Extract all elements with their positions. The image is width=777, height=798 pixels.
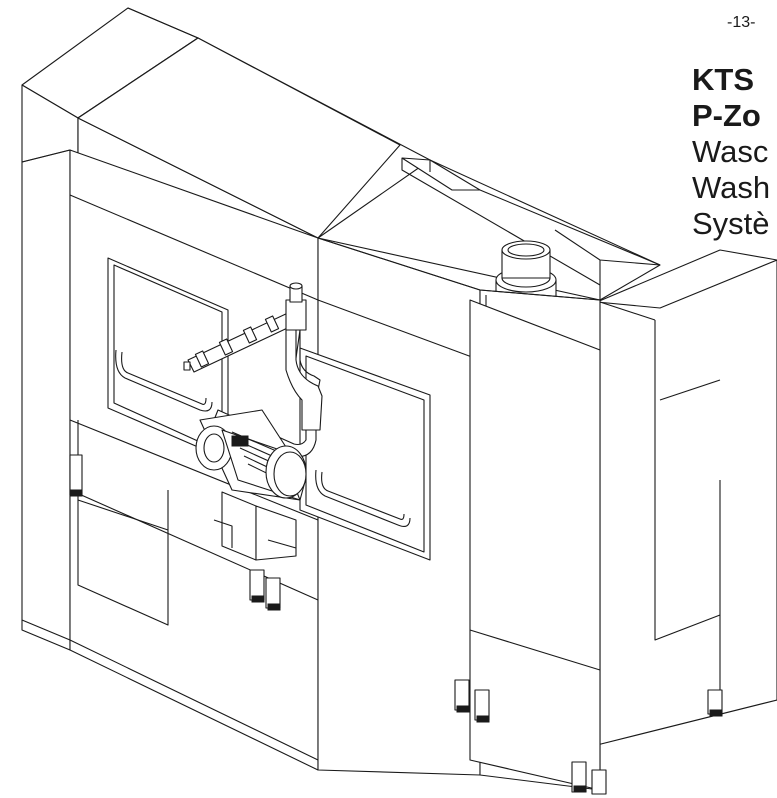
- heading-french: Systè: [692, 206, 770, 241]
- section-heading: KTS P-Zo Wasc Wash Systè: [692, 62, 770, 242]
- right-end-module: [596, 249, 777, 746]
- heading-model: KTS: [692, 62, 754, 97]
- machine-legs: [69, 454, 723, 795]
- heading-zone: P-Zo: [692, 98, 761, 133]
- heading-english: Wash: [692, 170, 771, 205]
- page-number: -13-: [727, 14, 756, 31]
- heading-german: Wasc: [692, 134, 769, 169]
- left-module-body: [21, 149, 319, 771]
- center-top-panel: [77, 37, 661, 301]
- pump-motor: [195, 409, 307, 561]
